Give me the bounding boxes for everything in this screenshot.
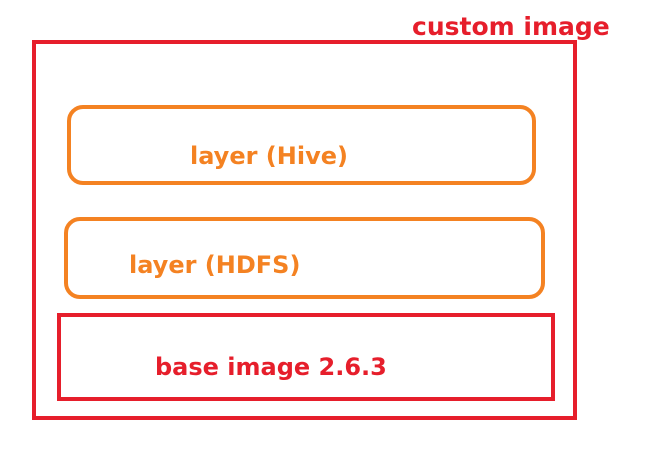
custom-image-box xyxy=(32,40,577,420)
base-image-box xyxy=(57,313,555,401)
layer-hdfs-box xyxy=(64,217,545,299)
layer-hive-label: layer (Hive) xyxy=(190,142,348,170)
custom-image-title: custom image xyxy=(412,12,610,41)
base-image-label: base image 2.6.3 xyxy=(155,353,387,381)
layer-hdfs-label: layer (HDFS) xyxy=(129,251,301,279)
layer-hive-box xyxy=(67,105,536,185)
